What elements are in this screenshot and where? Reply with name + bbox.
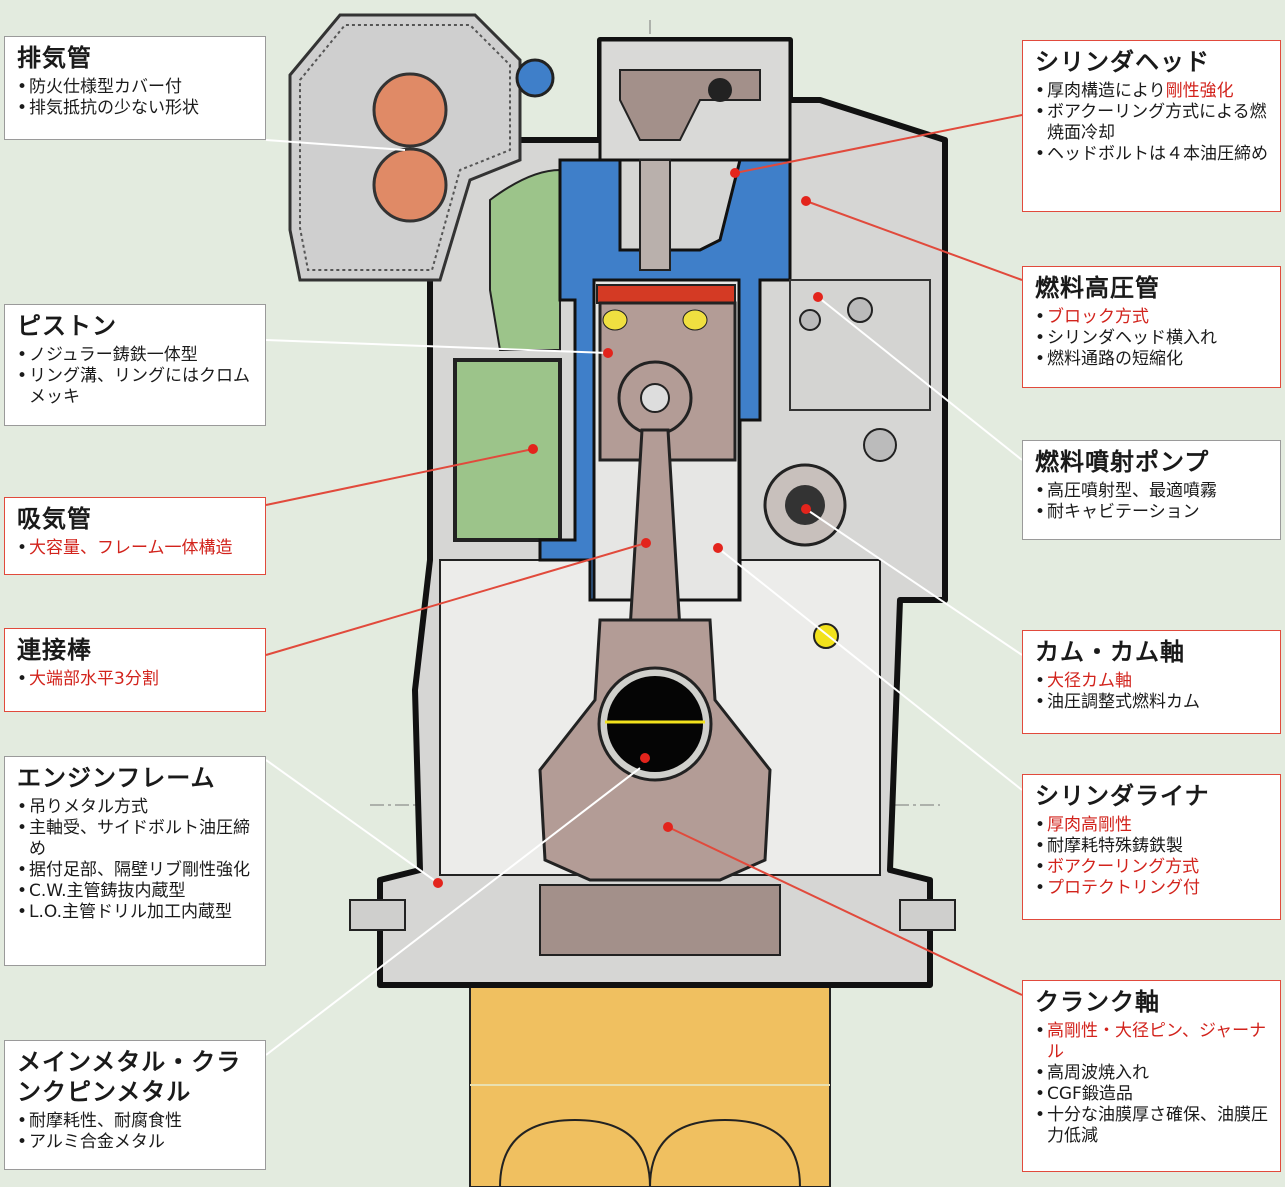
callout-title: 燃料高圧管 <box>1035 274 1160 302</box>
callout-title: シリンダライナ <box>1035 782 1210 810</box>
callout-item: ヘッドボルトは４本油圧締め <box>1035 144 1272 165</box>
callout-item: 大容量、フレーム一体構造 <box>17 538 257 559</box>
callout-item: 防火仕様型カバー付 <box>17 77 257 98</box>
callout-item: 高周波焼入れ <box>1035 1063 1272 1084</box>
callout-cylinder-head: シリンダヘッド 厚肉構造により剛性強化 ボアクーリング方式による燃焼面冷却 ヘッ… <box>1022 40 1281 212</box>
callout-title: ピストン <box>17 312 117 340</box>
callout-title: カム・カム軸 <box>1035 638 1185 666</box>
callout-item: プロテクトリング付 <box>1035 878 1272 899</box>
callout-exhaust-pipe: 排気管 防火仕様型カバー付 排気抵抗の少ない形状 <box>4 36 266 140</box>
callout-item-text: 厚肉構造により <box>1047 81 1166 101</box>
callout-item: 高圧噴射型、最適噴霧 <box>1035 481 1272 502</box>
callout-item: 厚肉高剛性 <box>1035 815 1272 836</box>
callout-intake-pipe: 吸気管 大容量、フレーム一体構造 <box>4 497 266 575</box>
callout-engine-frame: エンジンフレーム 吊りメタル方式 主軸受、サイドボルト油圧締め 据付足部、隔壁リ… <box>4 756 266 966</box>
callout-item: 大径カム軸 <box>1035 671 1272 692</box>
callout-item: ボアクーリング方式による燃焼面冷却 <box>1035 102 1272 144</box>
callout-item: 排気抵抗の少ない形状 <box>17 98 257 119</box>
cylinder-head-top <box>515 38 792 271</box>
callout-title: メインメタル・クランクピンメタル <box>17 1048 242 1106</box>
callout-item: 耐キャビテーション <box>1035 502 1272 523</box>
callout-title: 排気管 <box>17 44 92 72</box>
callout-item: 燃料通路の短縮化 <box>1035 349 1272 370</box>
callout-item: 吊りメタル方式 <box>17 797 257 818</box>
callout-item: C.W.主管鋳抜内蔵型 <box>17 881 257 902</box>
callout-item: ブロック方式 <box>1035 307 1272 328</box>
callout-title: シリンダヘッド <box>1035 48 1210 76</box>
callout-item: 油圧調整式燃料カム <box>1035 692 1272 713</box>
callout-fuel-injection-pump: 燃料噴射ポンプ 高圧噴射型、最適噴霧 耐キャビテーション <box>1022 440 1281 540</box>
piston-conrod-crank <box>538 284 772 882</box>
callout-crankshaft: クランク軸 高剛性・大径ピン、ジャーナル 高周波焼入れ CGF鍛造品 十分な油膜… <box>1022 980 1281 1172</box>
pointer-dots <box>433 168 823 888</box>
fuel-pump-assembly <box>763 279 931 649</box>
callout-title: 連接棒 <box>17 636 92 664</box>
callout-item: 主軸受、サイドボルト油圧締め <box>17 818 257 860</box>
callout-cylinder-liner: シリンダライナ 厚肉高剛性 耐摩耗特殊鋳鉄製 ボアクーリング方式 プロテクトリン… <box>1022 774 1281 920</box>
callout-cam-camshaft: カム・カム軸 大径カム軸 油圧調整式燃料カム <box>1022 630 1281 734</box>
callout-item: L.O.主管ドリル加工内蔵型 <box>17 902 257 923</box>
oil-sump <box>469 984 831 1187</box>
callout-item: 厚肉構造により剛性強化 <box>1035 81 1272 102</box>
callout-item: 高剛性・大径ピン、ジャーナル <box>1035 1021 1272 1063</box>
callout-title: エンジンフレーム <box>17 764 216 792</box>
callout-item: アルミ合金メタル <box>17 1132 257 1153</box>
callout-item: 耐摩耗特殊鋳鉄製 <box>1035 836 1272 857</box>
callout-item-highlight: 剛性強化 <box>1165 81 1234 101</box>
callout-item: ノジュラー鋳鉄一体型 <box>17 345 257 366</box>
callout-item: 据付足部、隔壁リブ剛性強化 <box>17 860 257 881</box>
callout-title: 吸気管 <box>17 505 92 533</box>
callout-item: ボアクーリング方式 <box>1035 857 1272 878</box>
callout-item: シリンダヘッド横入れ <box>1035 328 1272 349</box>
callout-title: 燃料噴射ポンプ <box>1035 448 1210 476</box>
callout-bearing-metal: メインメタル・クランクピンメタル 耐摩耗性、耐腐食性 アルミ合金メタル <box>4 1040 266 1170</box>
callout-item: 十分な油膜厚さ確保、油膜圧力低減 <box>1035 1105 1272 1147</box>
callout-item: CGF鍛造品 <box>1035 1084 1272 1105</box>
exhaust-manifold <box>288 13 522 282</box>
callout-item: リング溝、リングにはクロムメッキ <box>17 366 257 408</box>
callout-title: クランク軸 <box>1035 988 1160 1016</box>
callout-item: 大端部水平3分割 <box>17 669 257 690</box>
callout-item: 耐摩耗性、耐腐食性 <box>17 1111 257 1132</box>
callout-piston: ピストン ノジュラー鋳鉄一体型 リング溝、リングにはクロムメッキ <box>4 304 266 426</box>
callout-connecting-rod: 連接棒 大端部水平3分割 <box>4 628 266 712</box>
leader-lines <box>265 114 1023 1056</box>
callout-fuel-high-pressure-pipe: 燃料高圧管 ブロック方式 シリンダヘッド横入れ 燃料通路の短縮化 <box>1022 266 1281 388</box>
